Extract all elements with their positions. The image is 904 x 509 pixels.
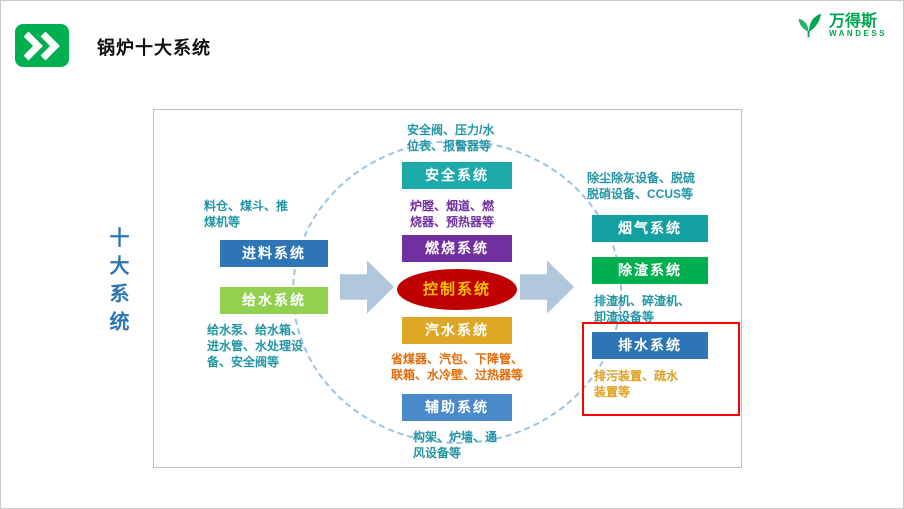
brand-subtitle: WANDESS xyxy=(829,29,887,39)
node-combustion: 燃烧系统 xyxy=(402,235,512,262)
node-flue: 烟气系统 xyxy=(592,215,708,242)
leaf-icon xyxy=(798,13,822,38)
node-steam: 汽水系统 xyxy=(402,317,512,344)
note-drain: 排污装置、疏水 装置等 xyxy=(594,369,679,400)
note-auxiliary: 构架、炉墙、通 风设备等 xyxy=(413,430,498,461)
node-slag: 除渣系统 xyxy=(592,257,708,284)
node-drain: 排水系统 xyxy=(592,332,708,359)
node-safety: 安全系统 xyxy=(402,162,512,189)
chevron-badge xyxy=(15,24,69,67)
note-steam: 省煤器、汽包、下降管、 联箱、水冷壁、过热器等 xyxy=(391,352,524,383)
highlight-rectangle xyxy=(582,322,740,416)
brand-text: 万得斯 WANDESS xyxy=(829,13,887,39)
node-feed: 进料系统 xyxy=(220,240,328,267)
double-chevron-icon xyxy=(23,31,60,60)
note-safety: 安全阀、压力/水 位表、报警器等 xyxy=(407,123,495,154)
node-auxiliary: 辅助系统 xyxy=(402,394,512,421)
note-slag: 排渣机、碎渣机、 卸渣设备等 xyxy=(594,294,691,325)
note-water: 给水泵、给水箱、 进水管、水处理设 备、安全阀等 xyxy=(207,323,304,370)
note-flue: 除尘除灰设备、脱硫 脱硝设备、CCUS等 xyxy=(587,171,696,202)
page-title: 锅炉十大系统 xyxy=(97,38,211,58)
note-combustion: 炉膛、烟道、燃 烧器、预热器等 xyxy=(410,199,495,230)
brand-logo: 万得斯 WANDESS xyxy=(794,11,887,41)
side-label: 十大系统 xyxy=(106,227,128,339)
note-feed: 料仓、煤斗、推 煤机等 xyxy=(204,199,289,230)
brand-name: 万得斯 xyxy=(829,12,878,30)
diagram-canvas: 安全阀、压力/水 位表、报警器等 安全系统 炉膛、烟道、燃 烧器、预热器等 燃烧… xyxy=(153,109,742,468)
node-water: 给水系统 xyxy=(220,287,328,314)
node-control: 控制系统 xyxy=(397,269,517,310)
